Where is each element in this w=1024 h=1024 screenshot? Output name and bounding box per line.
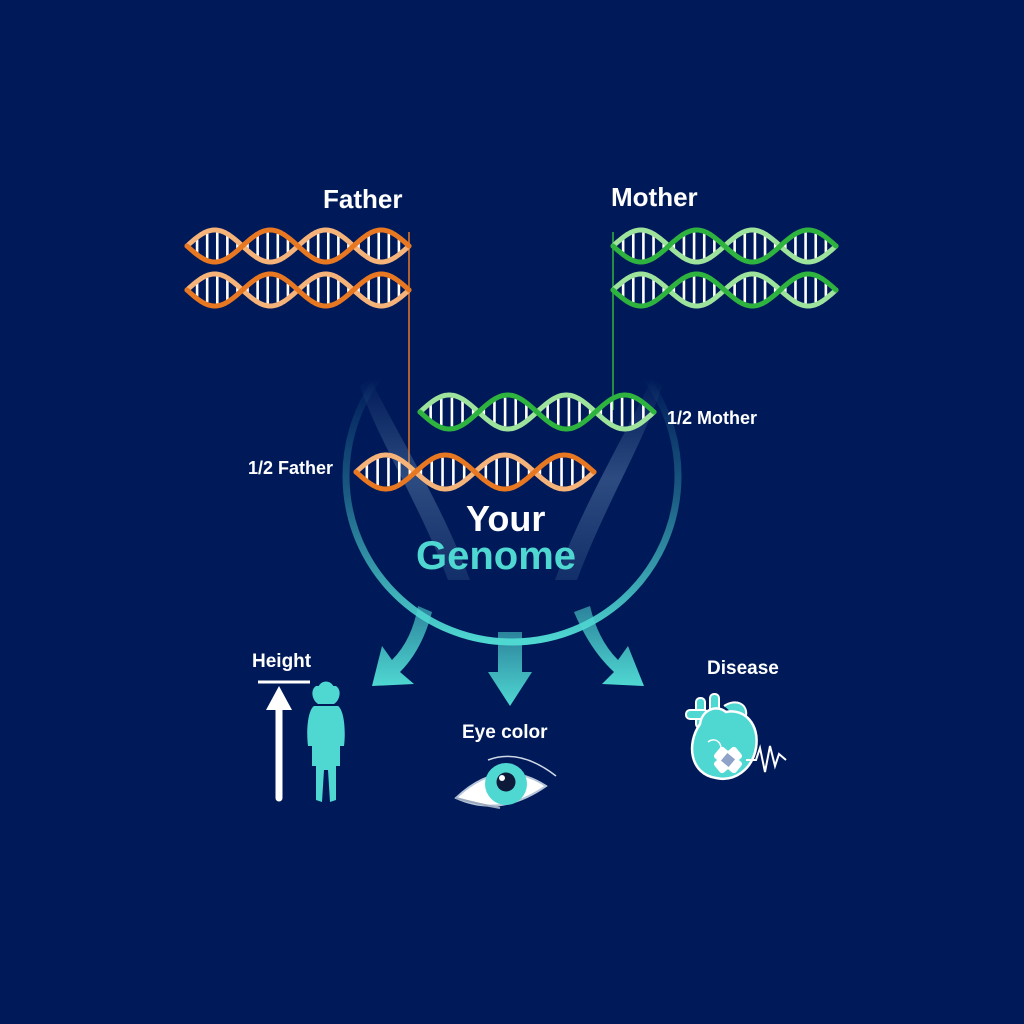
arrow-to-height: [372, 606, 432, 686]
your-genome-title-line2: Genome: [416, 534, 577, 578]
mother-dna-strand-bottom: [610, 271, 839, 309]
half-mother-dna-strand: [417, 392, 657, 432]
father-label: Father: [323, 184, 403, 214]
height-label: Height: [252, 651, 312, 672]
disease-label: Disease: [707, 658, 779, 679]
half-father-label: 1/2 Father: [248, 458, 334, 478]
mother-dna-strand-top: [610, 227, 839, 265]
eye-icon: [454, 755, 557, 809]
father-dna-strand-top: [184, 227, 412, 265]
your-genome-title-line1: Your: [466, 498, 546, 539]
heart-icon: [685, 693, 787, 781]
arrow-to-disease: [574, 606, 644, 686]
person-silhouette-icon: [307, 681, 345, 802]
half-father-dna-strand: [353, 452, 597, 492]
arrow-to-eye-color: [488, 632, 532, 706]
father-dna-strand-bottom: [184, 271, 412, 309]
eye-color-label: Eye color: [462, 722, 548, 743]
height-icon: [258, 680, 310, 802]
left-swoosh: [360, 378, 470, 580]
half-mother-label: 1/2 Mother: [667, 408, 758, 428]
mother-label: Mother: [611, 182, 698, 212]
